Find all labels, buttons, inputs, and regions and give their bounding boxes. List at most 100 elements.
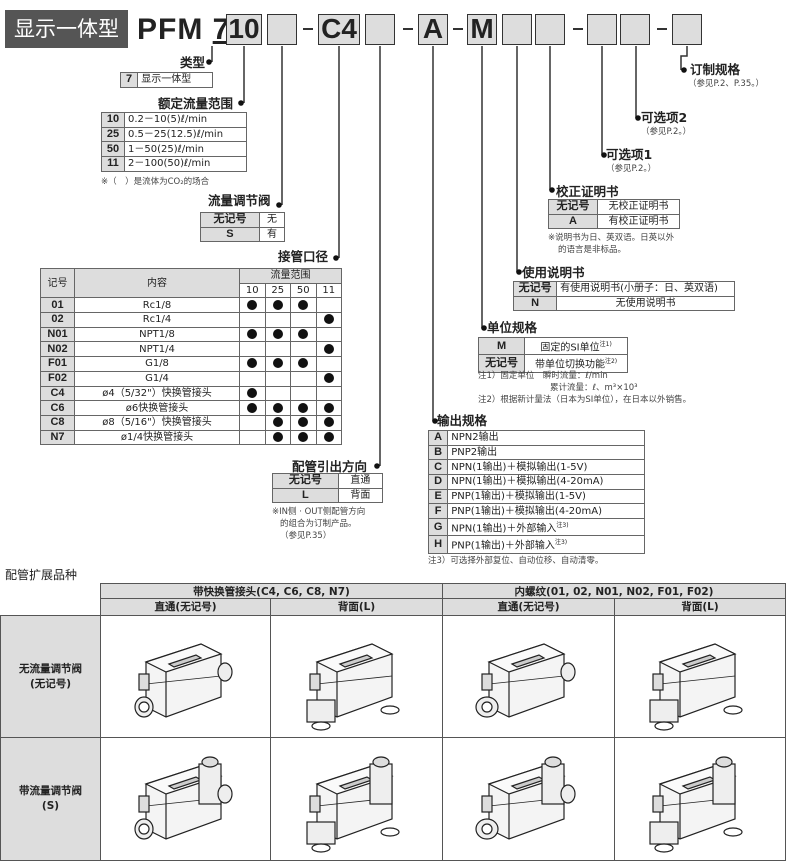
option1-label: 可选项1 — [606, 147, 653, 162]
available-dot — [272, 358, 283, 369]
leader-dot — [481, 325, 487, 331]
code-box — [672, 14, 702, 45]
dash — [573, 28, 583, 30]
model-prefix: PFM — [137, 13, 204, 46]
code-box — [365, 14, 395, 45]
leader-dot — [681, 67, 687, 73]
code-box — [267, 14, 297, 45]
piping-dir-label: 配管引出方向 — [292, 459, 368, 474]
option2-note: （参见P.2。） — [641, 127, 692, 137]
leader-line — [680, 46, 688, 70]
product-image-with-valve-back — [270, 737, 443, 861]
port-header: 记号内容流量范围 — [40, 267, 342, 299]
custom-label: 订制规格 — [690, 62, 741, 77]
leader-lines — [206, 46, 688, 469]
available-dot — [298, 358, 309, 369]
calib-note: ※说明书为日、英双语。日英以外的语言是非标品。 — [548, 233, 675, 255]
available-dot — [323, 314, 334, 325]
product-image-with-valve-straight — [100, 737, 271, 861]
option1-note: （参见P.2。） — [606, 164, 657, 174]
flow-valve-label: 流量调节阀 — [208, 193, 271, 208]
code-box: C4 — [318, 14, 360, 45]
model-type-code: 7 — [212, 13, 231, 46]
section-title: 显示一体型 — [5, 10, 128, 48]
available-dot — [247, 402, 258, 413]
custom-note: （参见P.2、P.35。） — [688, 79, 764, 89]
leader-dot — [601, 152, 607, 158]
product-image-no-valve-back — [270, 615, 443, 738]
available-dot — [323, 373, 334, 384]
available-dot — [272, 417, 283, 428]
piping-dir-row: 无记号直通 — [272, 473, 384, 489]
variations-title: 配管扩展品种 — [5, 568, 78, 582]
flow-valve-row: 无记号无 — [200, 212, 286, 228]
available-dot — [298, 431, 309, 442]
available-dot — [323, 417, 334, 428]
code-box — [620, 14, 650, 45]
available-dot — [298, 329, 309, 340]
dash — [303, 28, 313, 30]
piping-dir-note: ※IN侧 · OUT侧配管方向的组合为订制产品。（参见P.35） — [272, 507, 366, 541]
variations-table: 带快换管接头(C4, C6, C8, N7) 内螺纹(01, 02, N01, … — [0, 583, 786, 861]
code-box: M — [467, 14, 497, 45]
output-note: 注3）可选择外部复位、自动位移、自动清零。 — [428, 556, 604, 566]
group-header-quick: 带快换管接头(C4, C6, C8, N7) — [100, 583, 443, 599]
calib-row: 无记号无校正证明书 — [548, 199, 681, 215]
available-dot — [247, 358, 258, 369]
calib-label: 校正证明书 — [556, 184, 619, 199]
available-dot — [298, 299, 309, 310]
row-header-no-valve: 无流量调节阀(无记号) — [0, 615, 101, 738]
available-dot — [247, 299, 258, 310]
code-box — [535, 14, 565, 45]
col-header: 直通(无记号) — [100, 598, 271, 616]
unit-row: 无记号带单位切换功能注2) — [477, 354, 628, 373]
available-dot — [298, 417, 309, 428]
flow-range-label: 额定流量范围 — [158, 96, 234, 111]
product-image-with-valve-back — [614, 737, 786, 861]
manual-row: 无记号有使用说明书(小册子：日、英双语) — [512, 281, 735, 297]
flow-range-note: ※（ ）是流体为CO₂的场合 — [101, 177, 210, 187]
group-header-thread: 内螺纹(01, 02, N01, N02, F01, F02) — [442, 583, 786, 599]
product-image-with-valve-straight — [442, 737, 615, 861]
available-dot — [323, 402, 334, 413]
type-label: 类型 — [180, 55, 206, 70]
product-image-no-valve-straight — [100, 615, 271, 738]
leader-dot — [333, 255, 339, 261]
leader-dot — [549, 187, 555, 193]
available-dot — [272, 402, 283, 413]
model-number: PFM 7 — [137, 12, 230, 48]
leader-dot — [635, 115, 641, 121]
output-label: 输出规格 — [437, 413, 488, 428]
leader-dot — [238, 100, 244, 106]
leader-dot — [206, 59, 212, 65]
row-header-with-valve: 带流量调节阀(S) — [0, 737, 101, 861]
leader-dot — [374, 463, 380, 469]
code-box: 10 — [226, 14, 262, 45]
